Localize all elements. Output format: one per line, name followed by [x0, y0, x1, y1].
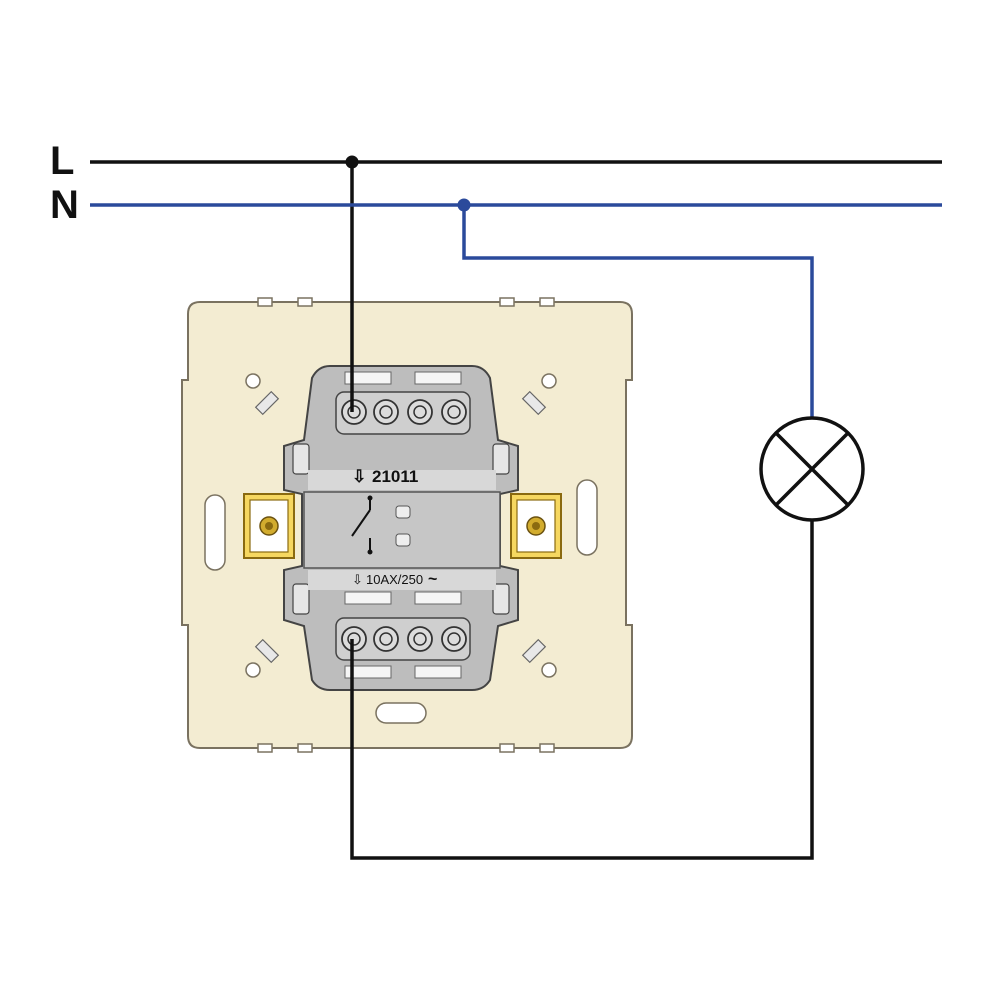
bottom-terminals — [341, 626, 467, 652]
neutral-label: N — [50, 183, 79, 227]
rating-text: 10AX/250 — [366, 572, 423, 587]
live-junction — [345, 155, 359, 169]
lamp-icon — [759, 416, 865, 522]
live-label: L — [50, 139, 74, 183]
right-claw — [510, 493, 562, 559]
neutral-junction — [457, 198, 471, 212]
switch-symbol-icon — [351, 495, 373, 555]
switched-wire — [350, 520, 814, 860]
model-arrow: ⇩ — [352, 467, 366, 486]
top-terminals — [341, 399, 467, 425]
rating-ac-symbol: ~ — [428, 571, 437, 588]
left-claw — [243, 493, 295, 559]
neutral-wire — [90, 198, 942, 418]
switch-body — [283, 365, 519, 691]
rating-arrow: ⇩ — [352, 572, 363, 587]
model-number: 21011 — [372, 467, 418, 486]
